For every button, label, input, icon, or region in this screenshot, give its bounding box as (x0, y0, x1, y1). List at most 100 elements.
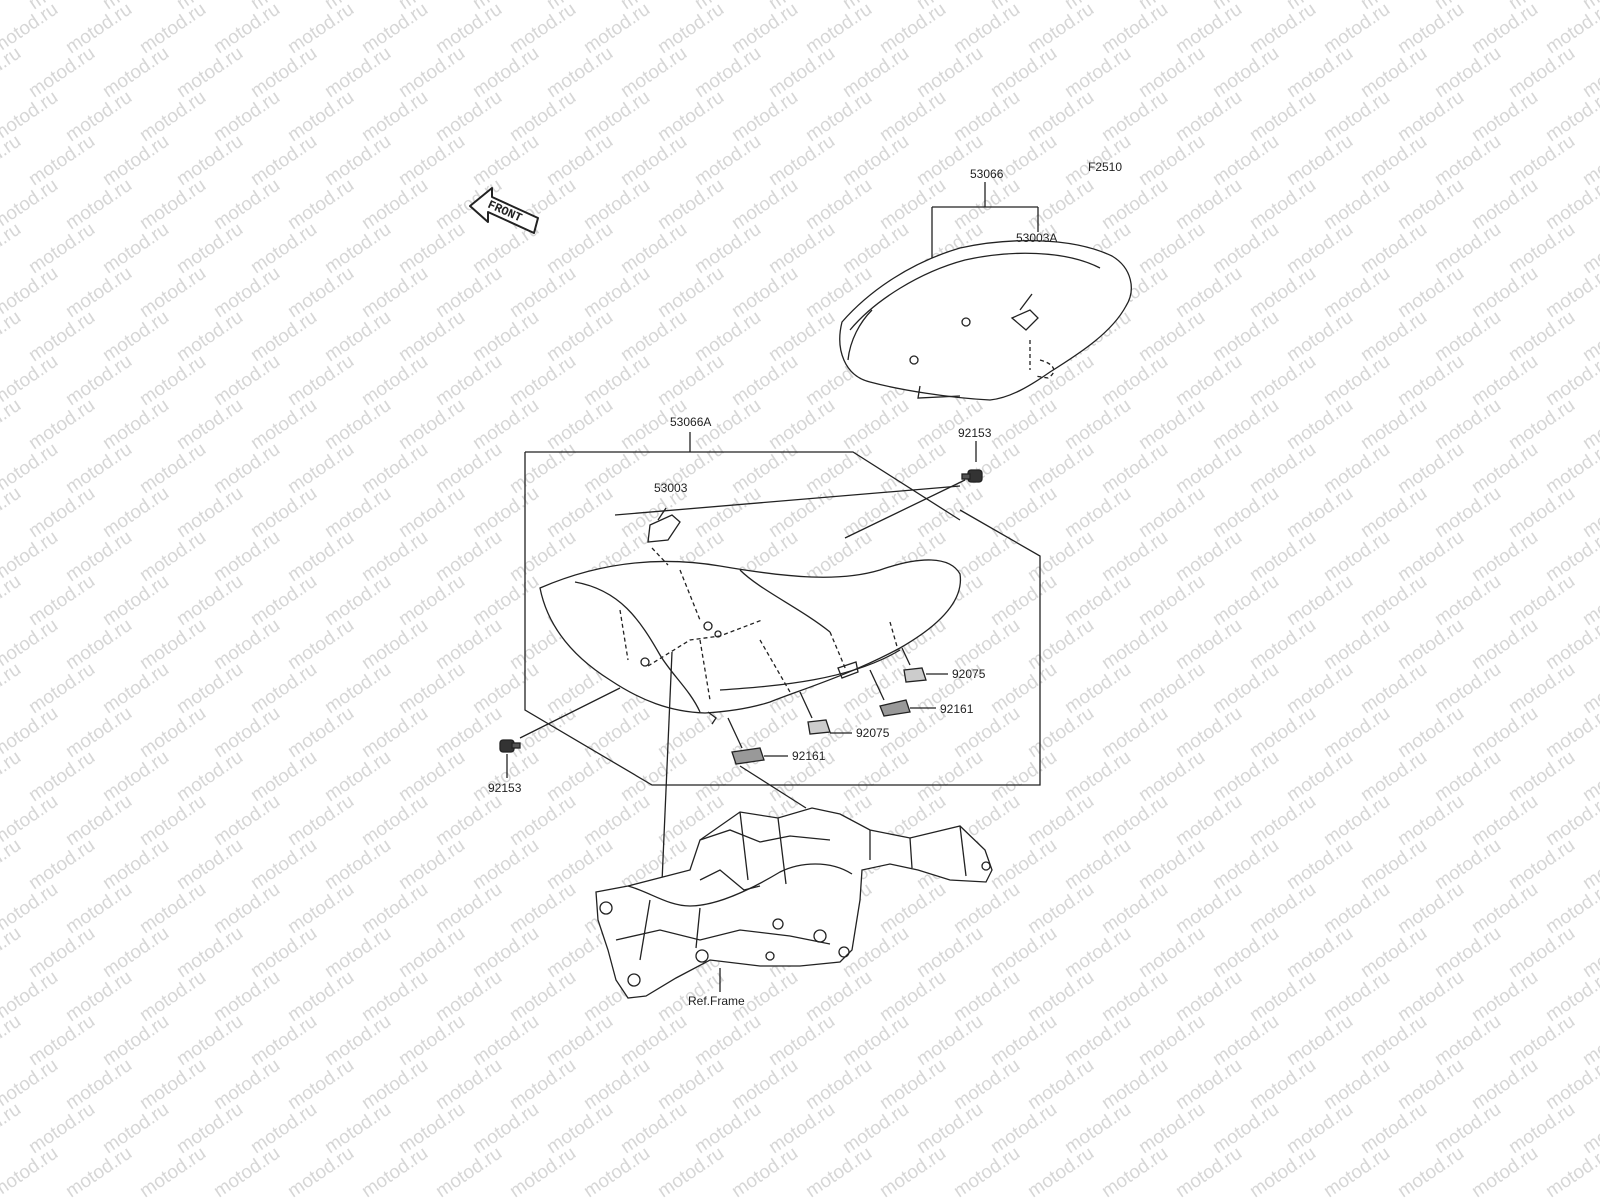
watermark-text: motod.ru (1468, 1055, 1542, 1114)
watermark-text: motod.ru (1283, 659, 1357, 718)
watermark-text: motod.ru (691, 219, 765, 278)
watermark-text: motod.ru (1468, 527, 1542, 586)
watermark-text: motod.ru (876, 439, 950, 498)
watermark-text: motod.ru (136, 703, 210, 762)
watermark-text: motod.ru (1320, 175, 1394, 234)
watermark-text: motod.ru (1246, 439, 1320, 498)
watermark-text: motod.ru (950, 527, 1024, 586)
watermark-text: motod.ru (432, 87, 506, 146)
watermark-text: motod.ru (1024, 1055, 1098, 1114)
watermark-text: motod.ru (1283, 43, 1357, 102)
watermark-text: motod.ru (358, 1143, 432, 1200)
watermark-text: motod.ru (321, 747, 395, 806)
watermark-text: motod.ru (1394, 615, 1468, 674)
watermark-text: motod.ru (395, 131, 469, 190)
watermark-text: motod.ru (469, 747, 543, 806)
watermark-text: motod.ru (210, 1055, 284, 1114)
watermark-text: motod.ru (728, 175, 802, 234)
watermark-text: motod.ru (173, 395, 247, 454)
watermark-text: motod.ru (136, 1143, 210, 1200)
watermark-text: motod.ru (1505, 923, 1579, 982)
watermark-text: motod.ru (395, 1099, 469, 1158)
watermark-text: motod.ru (469, 571, 543, 630)
watermark-text: motod.ru (1024, 1143, 1098, 1200)
watermark-text: motod.ru (580, 175, 654, 234)
watermark-text: motod.ru (987, 1011, 1061, 1070)
watermark-text: motod.ru (1468, 87, 1542, 146)
watermark-text: motod.ru (0, 1011, 25, 1070)
watermark-text: motod.ru (1135, 395, 1209, 454)
watermark-text: motod.ru (321, 307, 395, 366)
watermark-text: motod.ru (1024, 439, 1098, 498)
watermark-text: motod.ru (802, 967, 876, 1026)
watermark-text: motod.ru (1431, 571, 1505, 630)
front-seat-box (524, 432, 1041, 786)
watermark-text: motod.ru (1505, 571, 1579, 630)
watermark-text: motod.ru (987, 747, 1061, 806)
watermark-text: motod.ru (691, 131, 765, 190)
watermark-text: motod.ru (1468, 1143, 1542, 1200)
watermark-text: motod.ru (284, 967, 358, 1026)
watermark-text: motod.ru (1357, 835, 1431, 894)
watermark-text: motod.ru (1061, 483, 1135, 542)
watermark-text: motod.ru (1135, 571, 1209, 630)
watermark-text: motod.ru (1135, 747, 1209, 806)
watermark-text: motod.ru (1246, 175, 1320, 234)
watermark-text: motod.ru (765, 219, 839, 278)
watermark-text: motod.ru (1061, 395, 1135, 454)
watermark-text: motod.ru (1357, 1011, 1431, 1070)
watermark-text: motod.ru (62, 615, 136, 674)
watermark-text: motod.ru (1283, 483, 1357, 542)
watermark-text: motod.ru (617, 219, 691, 278)
watermark-text: motod.ru (1468, 615, 1542, 674)
watermark-text: motod.ru (987, 923, 1061, 982)
watermark-text: motod.ru (1061, 923, 1135, 982)
rear-seat-drawing (839, 182, 1132, 401)
watermark-text: motod.ru (506, 439, 580, 498)
watermark-text: motod.ru (321, 923, 395, 982)
watermark-text: motod.ru (173, 659, 247, 718)
watermark-text: motod.ru (210, 879, 284, 938)
watermark-text: motod.ru (395, 307, 469, 366)
watermark-text: motod.ru (580, 0, 654, 58)
watermark-text: motod.ru (1431, 219, 1505, 278)
watermark-text: motod.ru (987, 131, 1061, 190)
watermark-text: motod.ru (0, 307, 25, 366)
label-53003A: 53003A (1016, 231, 1057, 245)
watermark-text: motod.ru (25, 571, 99, 630)
watermark-text: motod.ru (136, 967, 210, 1026)
watermark-text: motod.ru (802, 1055, 876, 1114)
watermark-text: motod.ru (506, 0, 580, 58)
watermark-text: motod.ru (395, 923, 469, 982)
watermark-text: motod.ru (432, 351, 506, 410)
watermark-text: motod.ru (358, 615, 432, 674)
watermark-text: motod.ru (1098, 967, 1172, 1026)
watermark-text: motod.ru (1098, 87, 1172, 146)
watermark-text: motod.ru (1394, 175, 1468, 234)
watermark-text: motod.ru (210, 0, 284, 58)
watermark-text: motod.ru (950, 175, 1024, 234)
watermark-text: motod.ru (62, 0, 136, 58)
watermark-text: motod.ru (1283, 747, 1357, 806)
watermark-text: motod.ru (1246, 527, 1320, 586)
watermark-text: motod.ru (1320, 263, 1394, 322)
watermark-text: motod.ru (987, 43, 1061, 102)
watermark-text: motod.ru (950, 1055, 1024, 1114)
watermark-text: motod.ru (506, 879, 580, 938)
watermark-text: motod.ru (173, 219, 247, 278)
watermark-text: motod.ru (1468, 0, 1542, 58)
watermark-text: motod.ru (876, 1055, 950, 1114)
watermark-text: motod.ru (950, 879, 1024, 938)
watermark-text: motod.ru (1320, 351, 1394, 410)
watermark-text: motod.ru (1357, 1099, 1431, 1158)
watermark-text: motod.ru (358, 791, 432, 850)
watermark-text: motod.ru (1357, 307, 1431, 366)
watermark-text: motod.ru (0, 1143, 62, 1200)
watermark-text: motod.ru (1468, 967, 1542, 1026)
watermark-text: motod.ru (1283, 219, 1357, 278)
watermark-text: motod.ru (1135, 131, 1209, 190)
watermark-text: motod.ru (580, 791, 654, 850)
watermark-text: motod.ru (1431, 307, 1505, 366)
watermark-text: motod.ru (99, 747, 173, 806)
watermark-text: motod.ru (1246, 1143, 1320, 1200)
